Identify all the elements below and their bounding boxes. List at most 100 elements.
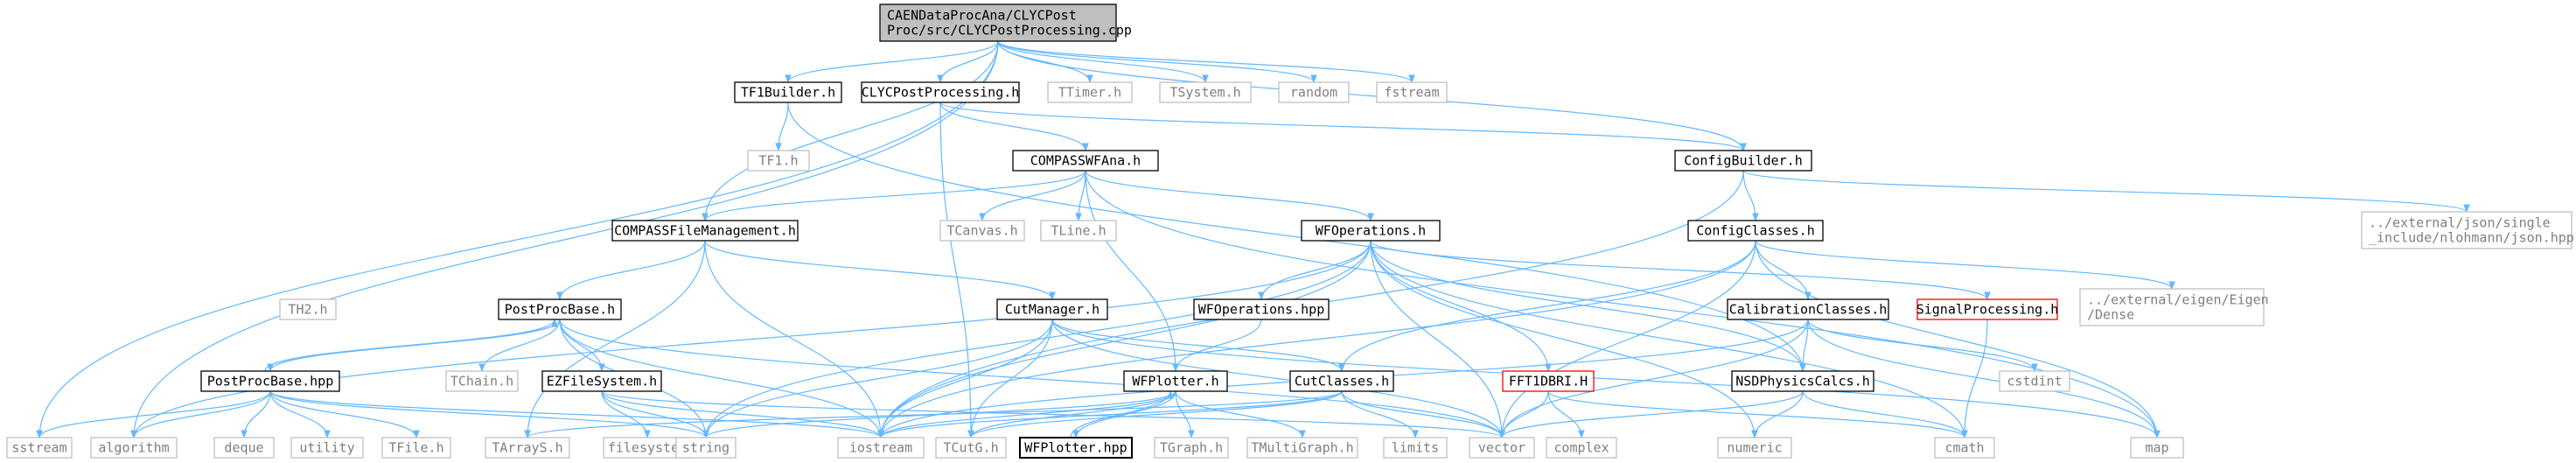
edges-layer [36, 40, 2470, 438]
node-label: random [1290, 85, 1337, 101]
edge-root-to-fstream [997, 40, 1415, 83]
node-wfoperations[interactable]: WFOperations.h [1301, 220, 1441, 242]
edge-fft-to-complex [1547, 390, 1585, 438]
node-cutclasses[interactable]: CutClasses.h [1289, 370, 1394, 392]
node-label: COMPASSFileManagement.h [614, 223, 796, 239]
node-limits: limits [1383, 437, 1448, 459]
node-label: TH2.h [288, 302, 327, 318]
node-wfopshpp[interactable]: WFOperations.hpp [1193, 298, 1330, 320]
edge-wfopshpp-to-wfplotter [1172, 319, 1262, 372]
node-compasswfana[interactable]: COMPASSWFAna.h [1012, 150, 1159, 172]
node-fstream: fstream [1376, 81, 1448, 103]
edge-root-to-configbuilder [997, 40, 1747, 151]
node-compassfm[interactable]: COMPASSFileManagement.h [611, 220, 799, 242]
node-th2: TH2.h [279, 298, 337, 320]
edge-calibration-to-cstdint [1807, 319, 2038, 372]
edge-postprocbasehpp-to-deque [241, 390, 271, 438]
edge-configbuilder-to-configclasses [1742, 170, 1759, 221]
node-nsd[interactable]: NSDPhysicsCalcs.h [1731, 370, 1874, 392]
edge-compassfm-to-iostream [704, 240, 884, 438]
node-label: sstream [11, 440, 66, 456]
edge-signalproc-to-cmath [1961, 319, 1988, 438]
node-box [935, 437, 1007, 459]
edge-configclasses-to-iostream [877, 240, 1756, 438]
node-postprocbaseh[interactable]: PostProcBase.h [498, 298, 622, 320]
edge-postprocbasehpp-to-string [269, 390, 709, 438]
node-label: TGraph.h [1160, 440, 1223, 456]
node-tf1builder[interactable]: TF1Builder.h [734, 81, 842, 103]
edge-ezfs-to-string [601, 390, 709, 438]
node-label: WFOperations.hpp [1198, 302, 1325, 318]
node-box [1469, 437, 1535, 459]
edge-configclasses-to-calibration [1755, 240, 1812, 300]
edge-cutclasses-to-tarrays [524, 390, 1343, 438]
edge-clycpp-to-configbuilder [939, 102, 1747, 151]
node-calibration[interactable]: CalibrationClasses.h [1727, 298, 1889, 320]
edge-wfoperations-to-string [702, 240, 1372, 438]
node-map: map [2130, 437, 2184, 459]
edge-postprocbaseh-to-tchain [478, 319, 561, 372]
edge-calibration-to-nsd [1799, 319, 1809, 372]
edge-postprocbasehpp-to-tfile [269, 390, 420, 438]
edge-compasswfana-to-map [1085, 170, 2161, 438]
edge-postprocbaseh-to-vector [559, 319, 1505, 438]
node-label: TChain.h [450, 374, 513, 389]
node-label: WFPlotter.h [1132, 374, 1218, 389]
node-box [1040, 220, 1117, 242]
edge-nsd-to-cmath [1802, 390, 1968, 438]
node-box [837, 437, 925, 459]
edge-configclasses-to-map [1755, 240, 2161, 438]
node-cutmanager[interactable]: CutManager.h [996, 298, 1108, 320]
node-tline: TLine.h [1040, 220, 1117, 242]
edge-compassfm-to-tarrays [524, 240, 706, 438]
node-tcanvas: TCanvas.h [939, 220, 1025, 242]
node-label: TF1Builder.h [741, 85, 835, 101]
node-box [734, 81, 842, 103]
node-label: cstdint [2007, 374, 2062, 389]
node-clycpp[interactable]: CLYCPostProcessing.h [861, 81, 1020, 103]
node-label: TMultiGraph.h [1251, 440, 1353, 456]
node-label: CLYCPostProcessing.h [862, 85, 1020, 101]
edge-fft-to-cmath [1547, 390, 1968, 438]
node-box [861, 81, 1020, 103]
edge-clycpp-to-tcutg [939, 102, 974, 438]
node-label: ConfigBuilder.h [1684, 153, 1802, 169]
edge-root-to-tf1builder [785, 40, 999, 83]
node-box [1278, 81, 1350, 103]
node-box [675, 437, 736, 459]
node-label: CutClasses.h [1295, 374, 1389, 389]
node-label: TFile.h [388, 440, 443, 456]
node-box [90, 437, 178, 459]
node-label: COMPASSWFAna.h [1030, 153, 1141, 169]
node-wfplotterhpp[interactable]: WFPlotter.hpp [1019, 437, 1133, 459]
node-label: ../external/eigen/Eigen [2087, 292, 2269, 308]
node-box [2079, 288, 2265, 326]
node-ezfs[interactable]: EZFileSystem.h [541, 370, 662, 392]
nodes-layer: CAENDataProcAna/CLYCPostProc/src/CLYCPos… [6, 4, 2574, 459]
node-label: TCanvas.h [946, 223, 1017, 239]
edge-configclasses-to-vector [1498, 240, 1756, 438]
node-tarrays: TArrayS.h [485, 437, 570, 459]
node-configclasses[interactable]: ConfigClasses.h [1687, 220, 1824, 242]
node-postprocbasehpp[interactable]: PostProcBase.hpp [200, 370, 340, 392]
node-configbuilder[interactable]: ConfigBuilder.h [1674, 150, 1812, 172]
node-box [1246, 437, 1358, 459]
node-box [1123, 370, 1228, 392]
node-label: WFPlotter.hpp [1024, 440, 1127, 456]
edge-wfplotter-to-iostream [877, 390, 1176, 438]
node-box [996, 298, 1108, 320]
edge-fft-to-vector [1498, 390, 1549, 438]
edge-wfoperations-to-vector [1370, 240, 1505, 438]
node-label: TLine.h [1051, 223, 1106, 239]
node-wfplotter[interactable]: WFPlotter.h [1123, 370, 1228, 392]
node-box [1193, 298, 1330, 320]
node-label: FFT1DBRI.H [1509, 374, 1588, 389]
node-label: /Dense [2087, 307, 2134, 323]
node-label: fstream [1384, 85, 1439, 101]
node-root: CAENDataProcAna/CLYCPostProc/src/CLYCPos… [879, 4, 1132, 42]
edge-wfoperations-to-cmath [1370, 240, 1968, 438]
node-box [1012, 150, 1159, 172]
node-box [1727, 298, 1889, 320]
node-box [498, 298, 622, 320]
